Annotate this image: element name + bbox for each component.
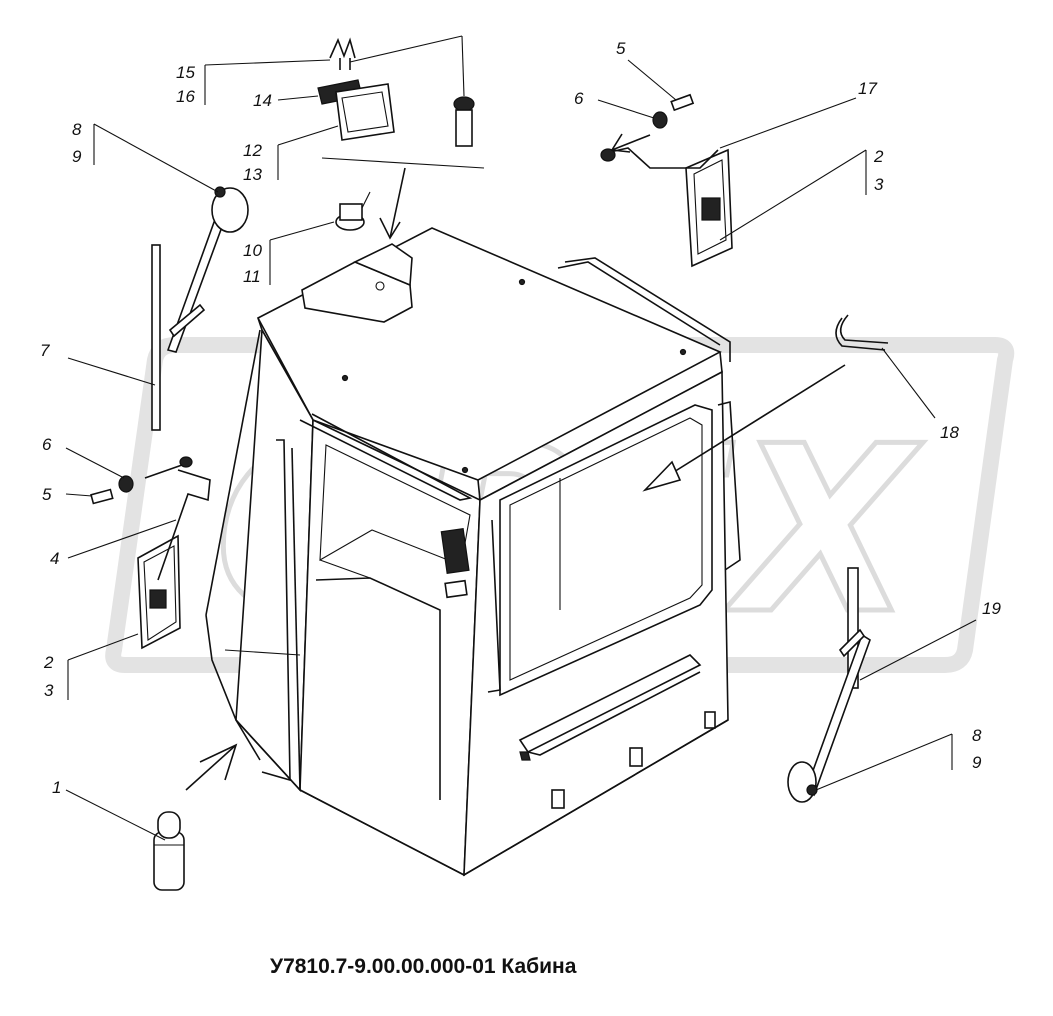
callout-14: 14 xyxy=(253,91,272,110)
callout-13: 13 xyxy=(243,165,262,184)
callout-9-left: 9 xyxy=(72,147,82,166)
callout-12: 12 xyxy=(243,141,262,160)
mirror-right xyxy=(600,147,733,268)
part-19-wiper-right xyxy=(787,567,871,803)
part-7-wiper-left xyxy=(151,186,249,431)
leader-lines xyxy=(65,35,977,841)
callout-3-right: 3 xyxy=(874,175,884,194)
callout-5-right: 5 xyxy=(616,39,626,58)
assembly-arrows xyxy=(144,133,846,492)
callout-6-left: 6 xyxy=(42,435,52,454)
callout-11: 11 xyxy=(243,267,261,286)
callout-8-left: 8 xyxy=(72,120,82,139)
callout-19: 19 xyxy=(982,599,1001,618)
insert-arrow-left xyxy=(185,743,238,791)
callout-5-left: 5 xyxy=(42,485,52,504)
callout-6-right: 6 xyxy=(574,89,584,108)
callout-16: 16 xyxy=(176,87,195,106)
fasteners xyxy=(90,37,889,505)
callout-17: 17 xyxy=(858,79,877,98)
callout-7: 7 xyxy=(40,341,50,360)
callout-1: 1 xyxy=(52,778,61,797)
corner-vent xyxy=(440,527,470,574)
callout-2-left: 2 xyxy=(43,653,54,672)
callout-3-left: 3 xyxy=(44,681,54,700)
callouts: 1 7 8 9 6 5 4 2 3 10 11 12 13 14 15 16 5… xyxy=(40,39,1001,797)
callout-15: 15 xyxy=(176,63,195,82)
diagram-caption: У7810.7-9.00.00.000-01 Кабина xyxy=(270,955,577,978)
mirror-left xyxy=(137,456,211,650)
cabin-step xyxy=(518,654,702,754)
roof-hatch-top xyxy=(353,243,413,287)
callout-4: 4 xyxy=(50,549,59,568)
callout-9-right: 9 xyxy=(972,753,982,772)
part-1-cylinder xyxy=(153,811,185,891)
callout-18: 18 xyxy=(940,423,959,442)
cabin xyxy=(205,227,741,877)
callout-8-right: 8 xyxy=(972,726,982,745)
callout-10: 10 xyxy=(243,241,262,260)
callout-2-right: 2 xyxy=(873,147,884,166)
